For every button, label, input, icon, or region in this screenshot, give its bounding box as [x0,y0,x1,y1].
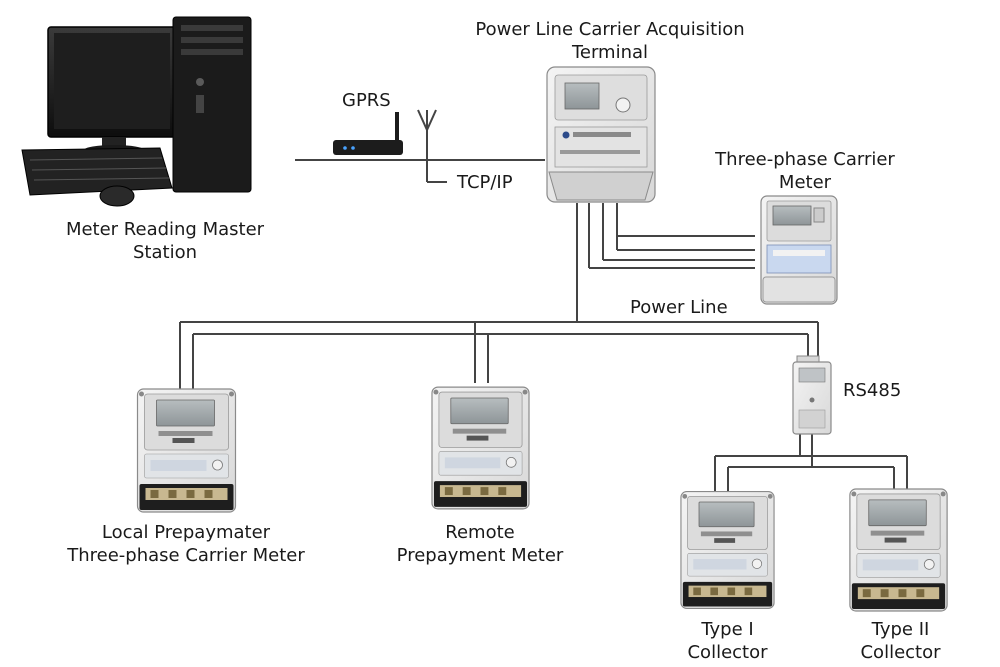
gprs-label: GPRS [342,90,391,111]
three-phase-carrier-meter-icon [760,195,838,305]
terminal-label: Power Line Carrier Acquisition Terminal [475,19,745,63]
three-phase-meter-label: Three-phase Carrier Meter [715,149,895,193]
router-icon [333,112,403,155]
collector-icon [680,490,775,610]
desktop-computer-icon [21,16,252,207]
local-prepay-label: Local Prepaymater Three-phase Carrier Me… [67,522,305,566]
collector-1-label: Type I Collector [687,619,768,663]
electric-meter-icon [431,386,530,510]
antenna-icon [417,109,437,160]
remote-prepay-label: Remote Prepayment Meter [396,522,564,566]
collector-2-label: Type II Collector [860,619,941,663]
collector-icon [849,488,948,612]
power-line-label: Power Line [630,297,728,318]
acquisition-terminal-icon [546,66,656,203]
tcpip-label: TCP/IP [457,172,513,193]
collector-icon [792,355,832,435]
electric-meter-icon [136,388,237,513]
rs485-label: RS485 [843,380,902,401]
master-station-label: Meter Reading Master Station [65,219,265,263]
wires [179,159,908,492]
